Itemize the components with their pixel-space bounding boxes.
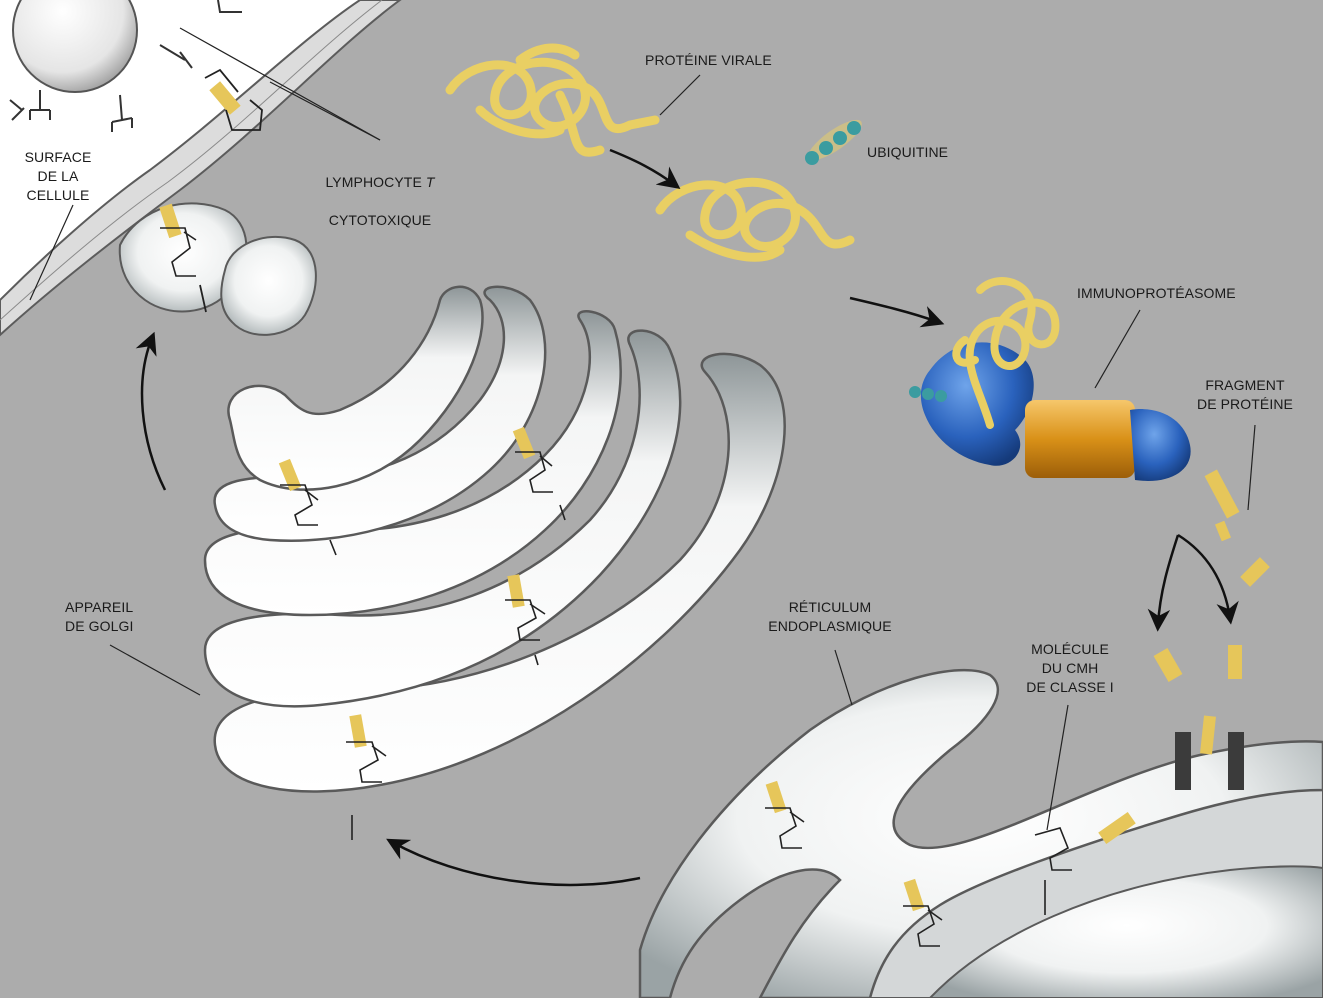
label-golgi: APPAREIL DE GOLGI [65,598,175,636]
label-immunoproteasome: IMMUNOPROTÉASOME [1077,284,1287,303]
label-mhc: MOLÉCULE DU CMH DE CLASSE I [1005,640,1135,697]
small-vesicle [221,237,316,335]
label-ubiquitin: UBIQUITINE [867,143,987,162]
label-viral-protein: PROTÉINE VIRALE [645,51,825,70]
label-er: RÉTICULUM ENDOPLASMIQUE [745,598,915,636]
label-cell-surface: SURFACE DE LA CELLULE [18,148,98,205]
label-protein-fragment: FRAGMENT DE PROTÉINE [1185,376,1305,414]
label-t-lymphocyte: LYMPHOCYTE T CYTOTOXIQUE [300,154,460,230]
label-t-lymphocyte-main: LYMPHOCYTE [325,174,425,190]
label-t-lymphocyte-line2: CYTOTOXIQUE [329,212,432,228]
label-t-lymphocyte-italic: T [426,174,435,190]
